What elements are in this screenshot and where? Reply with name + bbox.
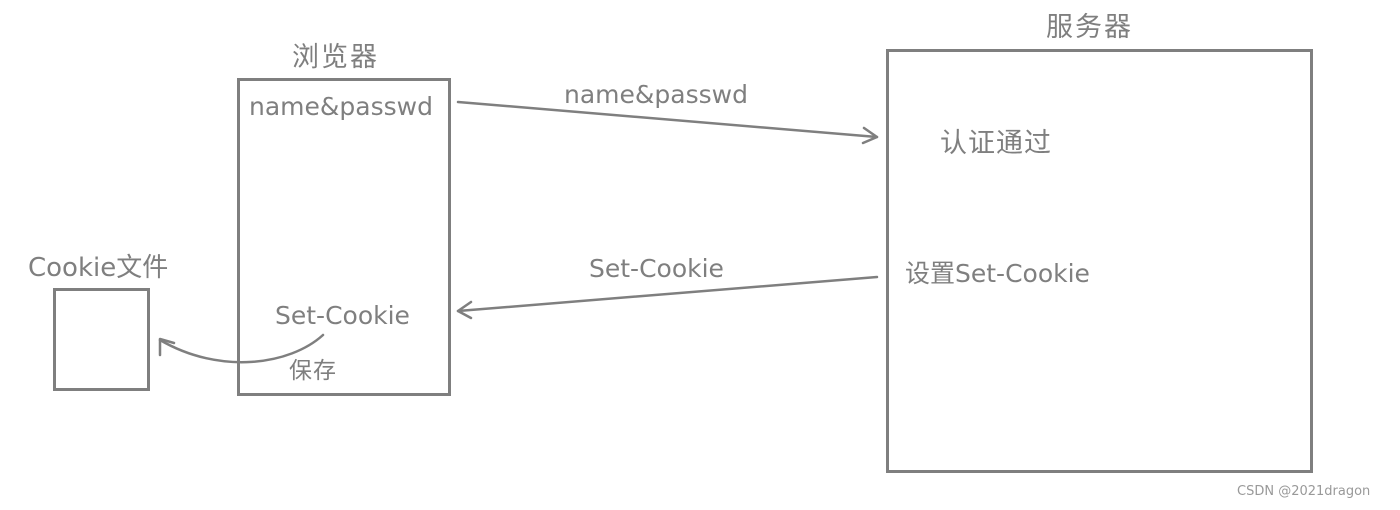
save-arrowhead	[158, 337, 176, 357]
cookie-file-title: Cookie文件	[28, 253, 169, 283]
request-arrow	[456, 100, 879, 139]
response-arrow-label: Set-Cookie	[589, 254, 724, 283]
server-title: 服务器	[1046, 12, 1133, 43]
watermark: CSDN @2021dragon	[1237, 484, 1371, 499]
browser-title: 浏览器	[292, 42, 379, 73]
server-box	[886, 49, 1313, 473]
save-label: 保存	[289, 358, 337, 384]
server-set-cookie-text: 设置Set-Cookie	[905, 259, 1090, 288]
browser-set-cookie-text: Set-Cookie	[275, 301, 410, 330]
request-arrow-label: name&passwd	[564, 80, 748, 109]
browser-request-text: name&passwd	[249, 92, 433, 121]
response-arrow	[456, 275, 879, 313]
browser-box	[237, 78, 451, 396]
server-auth-text: 认证通过	[940, 128, 1052, 159]
request-arrowhead	[861, 126, 879, 145]
save-arrow	[158, 333, 325, 364]
cookie-file-box	[53, 288, 150, 391]
response-arrowhead	[456, 300, 473, 320]
